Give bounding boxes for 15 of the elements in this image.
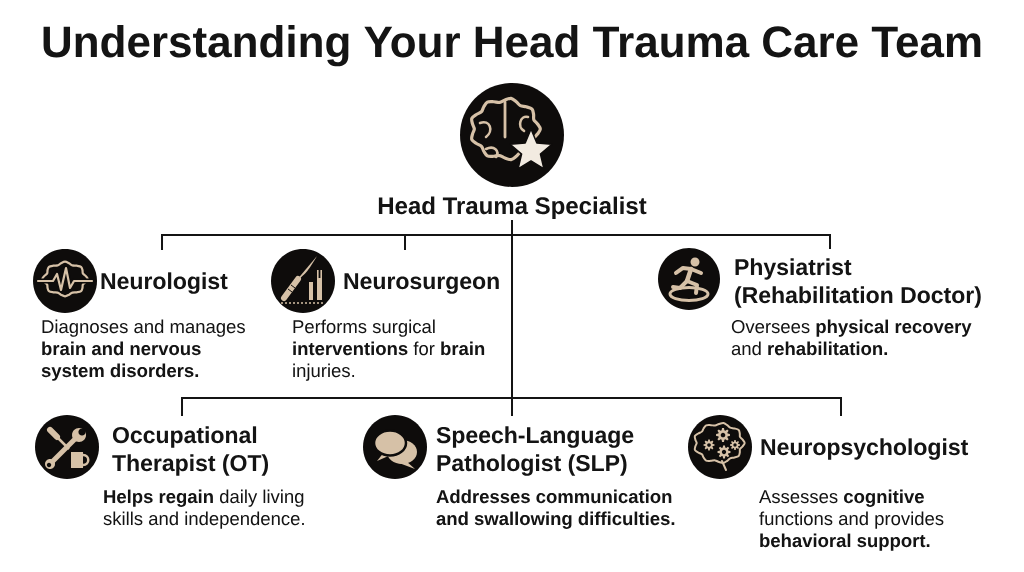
role-description: Addresses communication and swallowing difficulties.: [436, 489, 675, 529]
role-description: Performs surgical interventions for brain injuries.: [293, 319, 485, 381]
role-heading: Physiatrist (Rehabilitation Doctor): [735, 258, 981, 308]
role-description: Diagnoses and manages brain and nervous system disorders.: [41, 319, 245, 381]
role-heading: Neuropsychologist: [761, 438, 969, 460]
role-heading: Neurologist: [101, 272, 228, 294]
role-description: Helps regain daily living skills and independence.: [103, 489, 304, 529]
diagram-title: Understanding Your Head Trauma Care Team: [43, 25, 981, 67]
role-description: Assesses cognitive functions and provides behavioral support.: [759, 489, 944, 551]
role-heading: Speech-Language Pathologist (SLP): [436, 426, 634, 476]
role-heading: Occupational Therapist (OT): [112, 426, 268, 476]
role-heading: Neurosurgeon: [344, 273, 499, 294]
connector-line: [161, 220, 842, 416]
role-heading: Head Trauma Specialist: [378, 196, 647, 219]
role-description: Oversees physical recovery and rehabilitation.: [731, 319, 972, 356]
